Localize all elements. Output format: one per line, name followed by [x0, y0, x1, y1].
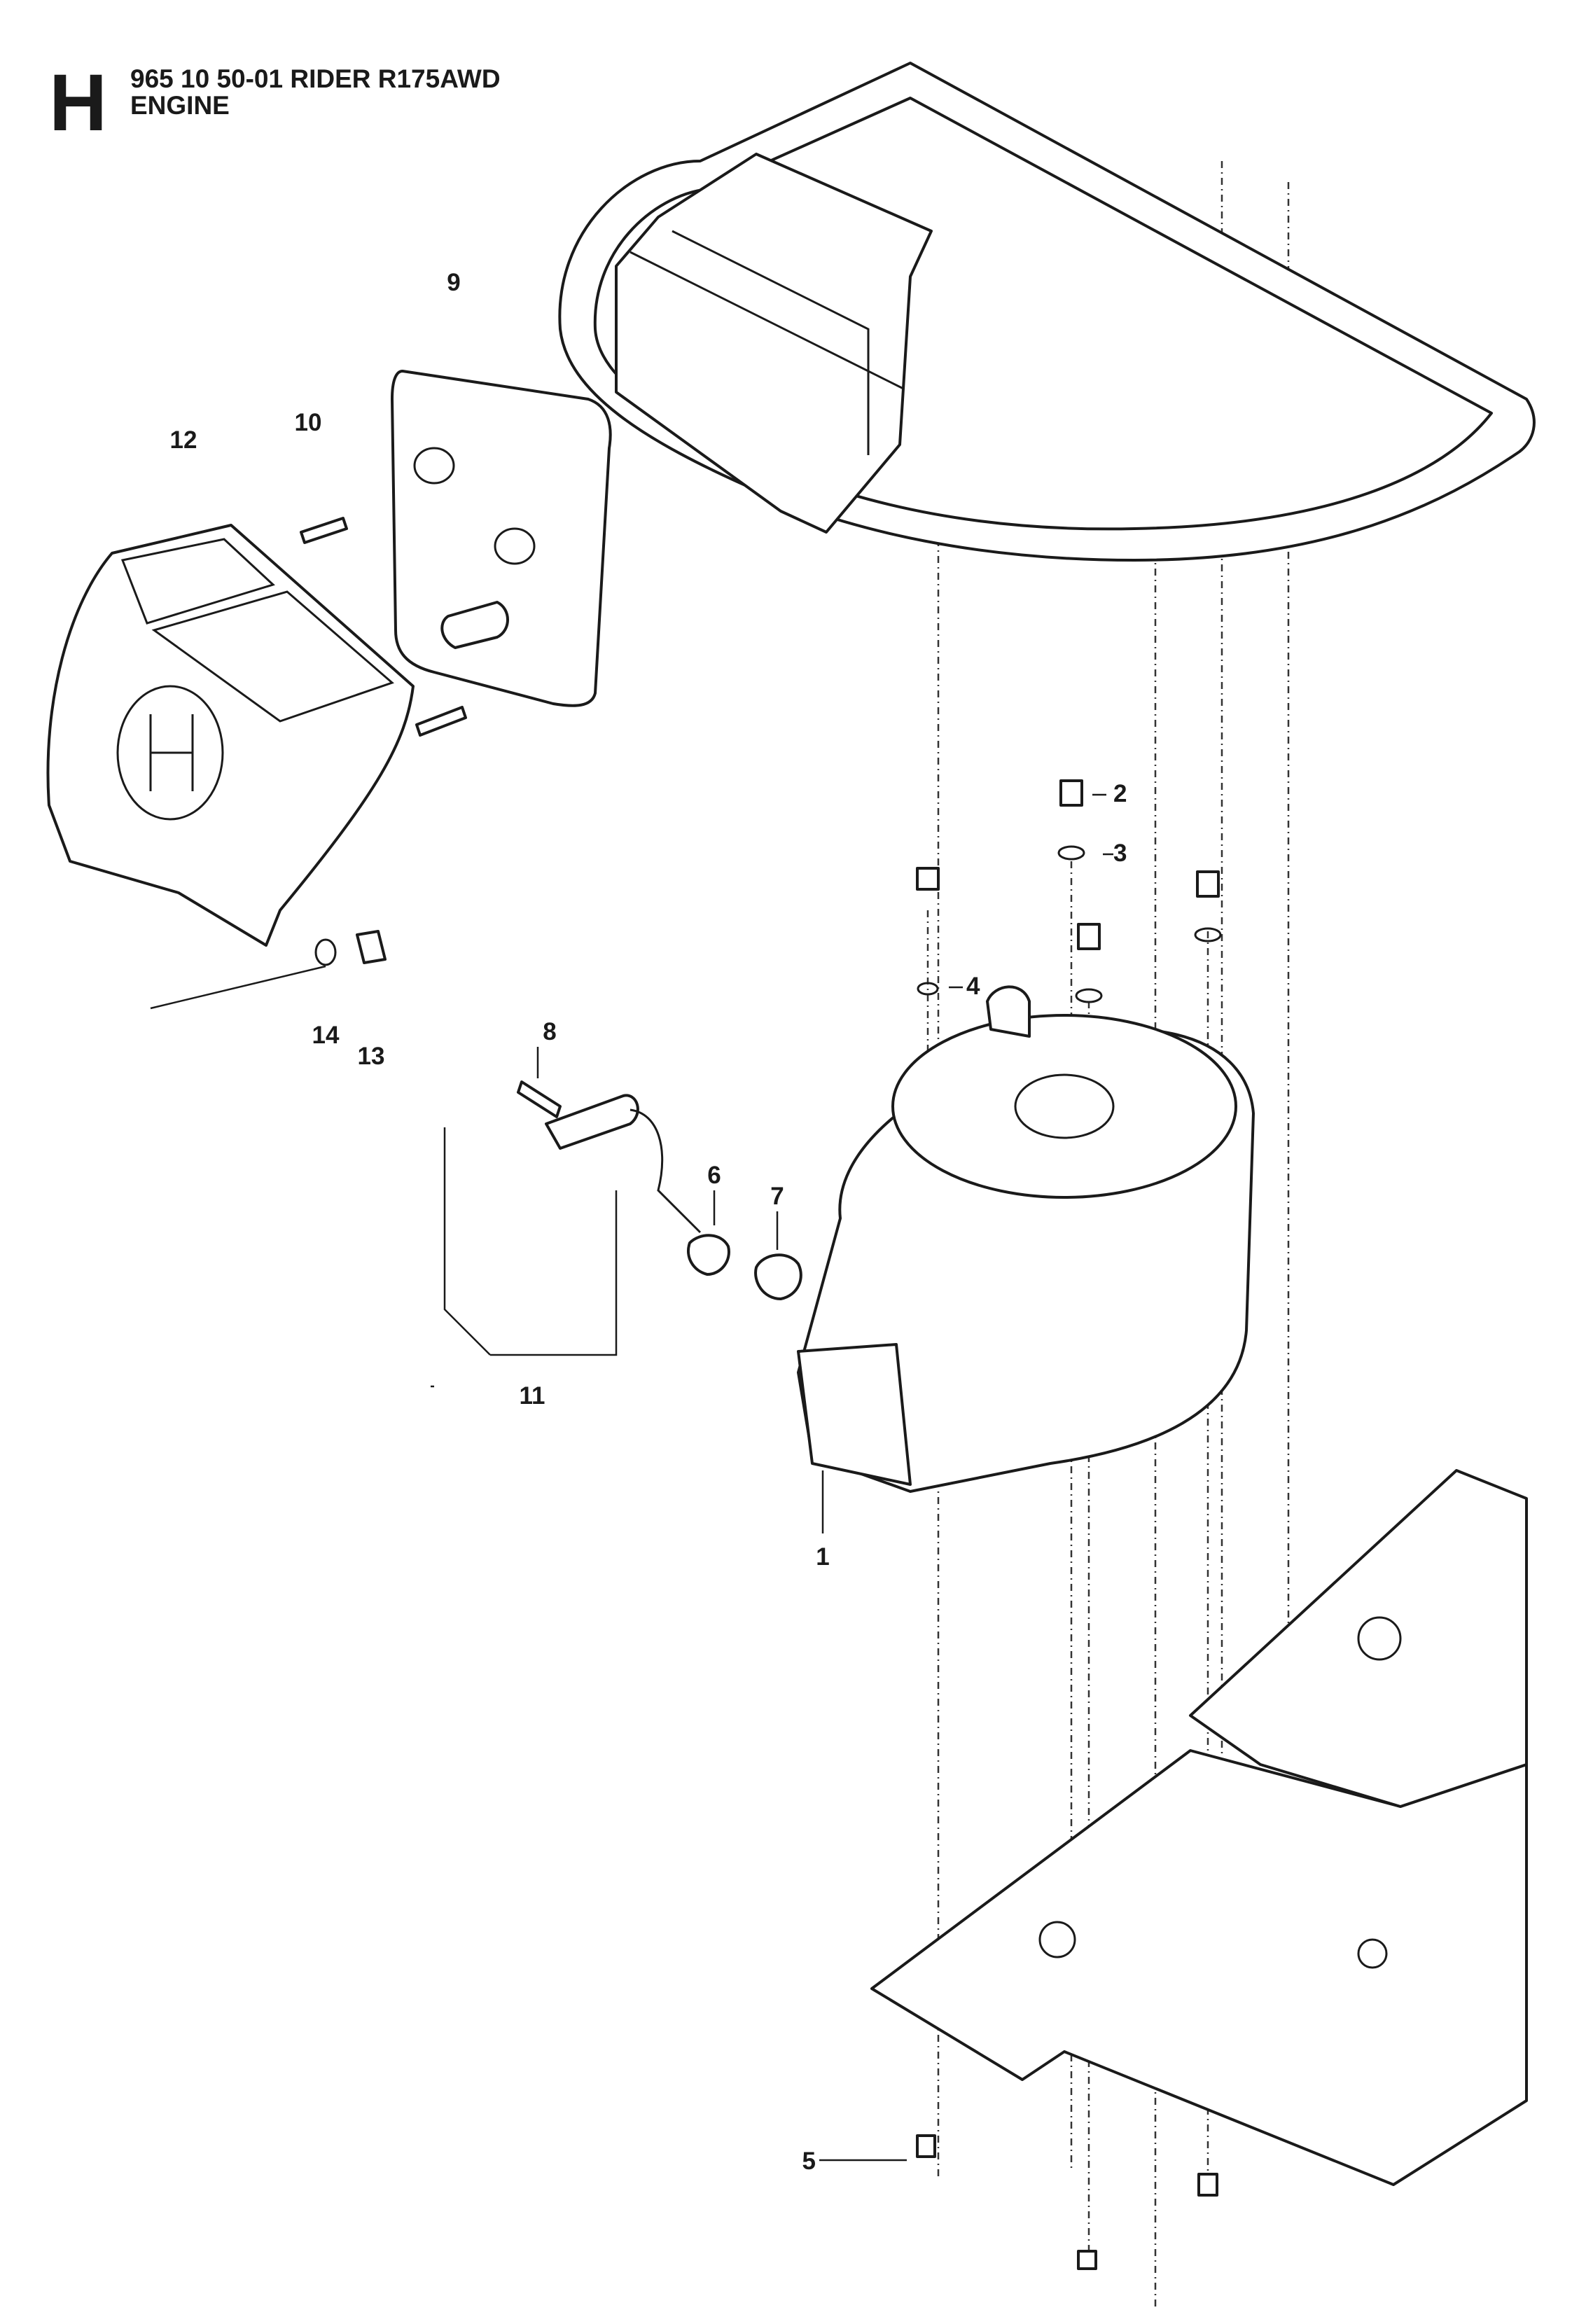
leader-lines [150, 793, 1113, 2162]
exhaust-pipe [545, 1094, 702, 1234]
callout-10: 10 [295, 409, 322, 436]
callout-12: 12 [170, 426, 197, 454]
gasket-6 [687, 1234, 730, 1276]
page-title: 965 10 50-01 RIDER R175AWD [130, 64, 501, 93]
callout-1: 1 [816, 1543, 829, 1571]
callout-labels: 1 2 3 4 5 6 7 8 9 10 11 12 13 14 [170, 269, 1127, 2175]
muffler [391, 370, 612, 707]
callout-14: 14 [312, 1022, 340, 1049]
callout-3: 3 [1113, 840, 1127, 867]
callout-8: 8 [543, 1018, 556, 1045]
callout-9: 9 [447, 269, 460, 296]
page-subtitle: ENGINE [130, 91, 230, 120]
fasteners [300, 517, 1222, 2270]
callout-2: 2 [1113, 780, 1127, 807]
callout-5: 5 [802, 2148, 816, 2175]
callout-11: 11 [520, 1382, 545, 1410]
engine [797, 985, 1255, 1493]
callout-7: 7 [770, 1183, 784, 1210]
callout-6: 6 [707, 1162, 721, 1189]
engine-mounting-plate [870, 1469, 1528, 2186]
section-letter: H [49, 58, 108, 148]
muffler-cover [46, 524, 415, 947]
callout-4: 4 [966, 973, 980, 1000]
heat-shield-bracket [615, 153, 933, 534]
callout-13: 13 [358, 1043, 385, 1070]
gasket-7 [754, 1253, 802, 1300]
